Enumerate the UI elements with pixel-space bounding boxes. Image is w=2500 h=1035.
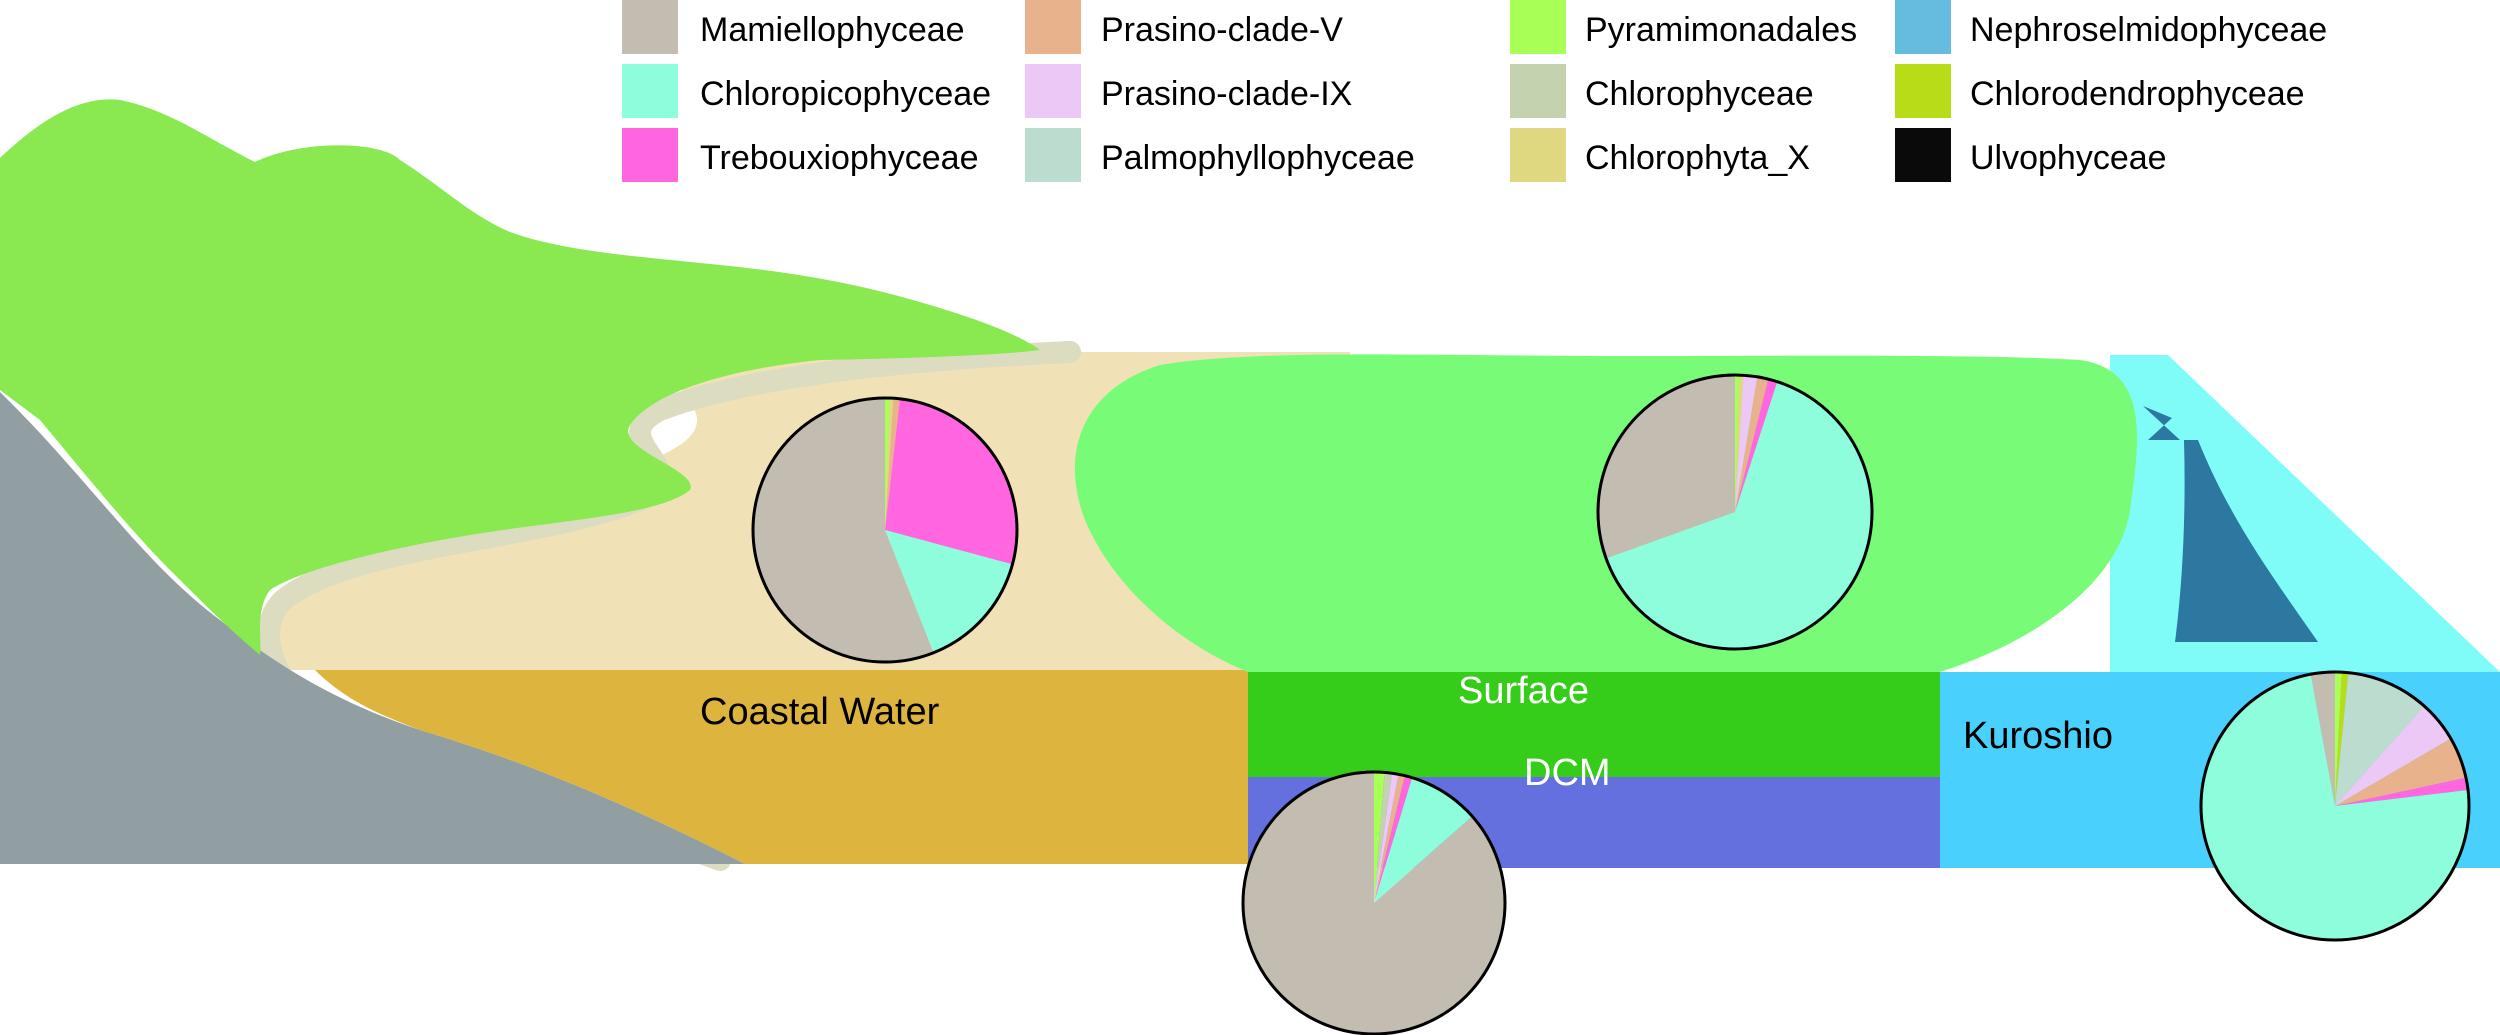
pie-slice-trebouxiophyceae [1374,775,1413,903]
pie-outline [751,396,1019,664]
legend-swatch [1025,128,1081,182]
legend-swatch [1510,0,1566,54]
legend-item: Mamiellophyceae [622,0,965,54]
pie-outline [2199,670,2471,942]
legend-label: Prasino-clade-V [1101,11,1343,49]
rock-slope [0,392,745,864]
pie-slice-prasino-clade-v [1374,774,1405,903]
pie-slice-mamiellophyceae [1598,375,1735,559]
legend-item: Chloropicophyceae [622,64,991,118]
pie-chart-surface [1596,373,1874,651]
legend-label: Pyramimonadales [1585,11,1857,49]
pie-slice-pyramimonadales [885,398,890,530]
legend-swatch [622,0,678,54]
legend-swatch [1895,128,1951,182]
pie-slice-prasino-clade-ix [1735,375,1758,512]
pie-slice-chlorophyta-x [1735,375,1744,512]
pie-slice-chloropicophyceae [885,530,1013,653]
land-hillside [0,99,1040,655]
pie-slice-chloropicophyceae [1374,777,1473,903]
pie-slice-palmophyllophyceae [2335,672,2425,806]
pie-slice-pyramimonadales [1374,772,1385,903]
legend-swatch [1510,128,1566,182]
legend-item: Trebouxiophyceae [622,128,978,182]
legend: Mamiellophyceae Chloropicophyceae Trebou… [622,0,2327,182]
legend-item: Nephroselmidophyceae [1895,0,2327,54]
legend-label: Chloropicophyceae [700,75,991,113]
pie-slice-chloropicophyceae [2201,674,2470,940]
legend-label: Ulvophyceae [1970,139,2167,177]
pie-slice-chlorodendrophyceae [2335,672,2349,806]
legend-label: Prasino-clade-IX [1101,75,1352,113]
pie-chart-kuroshio [2199,670,2471,942]
legend-swatch [1895,0,1951,54]
pie-slice-pyramimonadales [2335,672,2342,806]
pie-slice-mamiellophyceae [1243,772,1506,1035]
dcm-label: DCM [1524,752,1611,794]
pie-slice-trebouxiophyceae [885,398,1018,565]
pie-slice-prasino-clade-ix [2335,706,2451,806]
pie-chart-dcm [1241,770,1507,1035]
legend-item: Palmophyllophyceae [1025,128,1415,182]
legend-label: Palmophyllophyceae [1101,139,1415,177]
legend-label: Mamiellophyceae [700,11,965,49]
pie-slice-chlorophyta-x [885,398,894,530]
pie-slice-chlorophyceae [1374,772,1393,903]
current-arrow-icon [2143,406,2318,642]
legend-label: Nephroselmidophyceae [1970,11,2327,49]
pie-slice-prasino-clade-ix [1374,773,1399,903]
pie-chart-coastal [751,396,1019,664]
surface-label: Surface [1458,670,1589,712]
legend-swatch [1895,64,1951,118]
legend-label: Chlorophyceae [1585,75,1814,113]
legend-swatch [1025,0,1081,54]
legend-item: Chlorophyceae [1510,64,1814,118]
legend-label: Chlorodendrophyceae [1970,75,2305,113]
pie-slice-chloropicophyceae [1606,381,1873,649]
pie-slice-prasino-clade-v [2335,738,2466,806]
coastal-water-label: Coastal Water [700,691,940,733]
kuroshio-label: Kuroshio [1963,715,2113,757]
pie-outline [1596,373,1874,651]
pie-outline [1241,770,1507,1035]
coastal-water-band [315,670,1248,864]
legend-item: Chlorodendrophyceae [1895,64,2305,118]
pie-slice-trebouxiophyceae [2335,777,2469,806]
legend-item: Prasino-clade-V [1025,0,1343,54]
pie-slice-mamiellophyceae [753,398,934,662]
pie-slice-trebouxiophyceae [1735,379,1778,512]
legend-item: Ulvophyceae [1895,128,2167,182]
legend-item: Pyramimonadales [1510,0,1857,54]
legend-swatch [622,128,678,182]
surface-layer-band [1248,672,1940,777]
pie-slice-prasino-clade-v [885,398,900,530]
pie-slice-mamiellophyceae [2310,672,2335,806]
pie-slice-prasino-clade-v [1735,376,1769,512]
pie-slice-pyramimonadales [1735,375,1740,512]
legend-label: Trebouxiophyceae [700,139,978,177]
legend-swatch [622,64,678,118]
legend-swatch [1025,64,1081,118]
legend-item: Prasino-clade-IX [1025,64,1352,118]
legend-label: Chlorophyta_X [1585,139,1810,177]
legend-item: Chlorophyta_X [1510,128,1810,182]
legend-swatch [1510,64,1566,118]
